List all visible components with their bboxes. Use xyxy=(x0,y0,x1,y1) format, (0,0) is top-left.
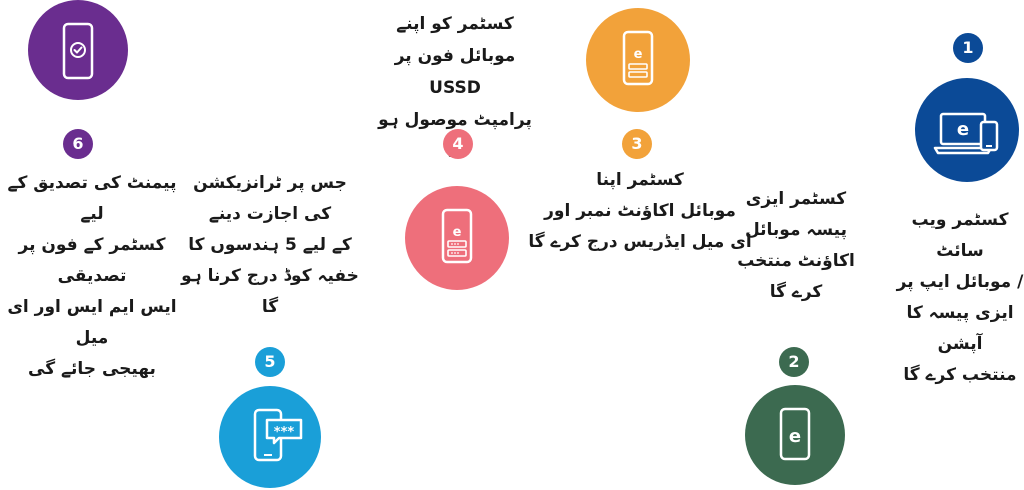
step-6-number: 6 xyxy=(63,129,93,159)
step-2-number: 2 xyxy=(779,347,809,377)
phone-prompt-icon: e xyxy=(441,208,473,264)
step-5-text: جس پر ٹرانزیکشن کی اجازت دینے کے لیے 5 ہ… xyxy=(181,173,359,317)
svg-text:***: *** xyxy=(274,425,295,440)
step-4-number: 4 xyxy=(443,129,473,159)
phone-pin-icon: *** xyxy=(253,408,303,462)
step-1-number: 1 xyxy=(953,33,983,63)
step-3-text: کسٹمر اپنا موبائل اکاؤنٹ نمبر اور ای میل… xyxy=(528,170,752,252)
phone-app-icon: e xyxy=(779,407,811,461)
step-5-circle: *** xyxy=(219,386,321,488)
step-2-text: کسٹمر ایزی پیسہ موبائل اکاؤنٹ منتخب کرے … xyxy=(737,189,855,302)
step-3-number: 3 xyxy=(622,129,652,159)
step-5-number: 5 xyxy=(255,347,285,377)
step-1-circle: e xyxy=(915,78,1019,182)
svg-text:e: e xyxy=(634,47,643,62)
step-6-text: پیمنٹ کی تصدیق کے لیے کسٹمر کے فون پر تص… xyxy=(7,173,177,379)
phone-form-icon: e xyxy=(622,30,654,86)
step-4-circle: e xyxy=(405,186,509,290)
step-2-circle: e xyxy=(745,385,845,485)
step-6-circle xyxy=(28,0,128,100)
phone-check-icon xyxy=(62,22,94,80)
step-1-text: کسٹمر ویب سائٹ / موبائل ایپ پر ایزی پیسہ… xyxy=(896,210,1024,385)
svg-text:e: e xyxy=(453,225,462,240)
step-3-circle: e xyxy=(586,8,690,112)
svg-text:e: e xyxy=(957,119,969,140)
step-4-text: کسٹمر کو اپنے موبائل فون پر USSD پرامپٹ … xyxy=(378,14,532,162)
laptop-phone-icon: e xyxy=(933,112,999,155)
svg-text:e: e xyxy=(789,426,801,447)
